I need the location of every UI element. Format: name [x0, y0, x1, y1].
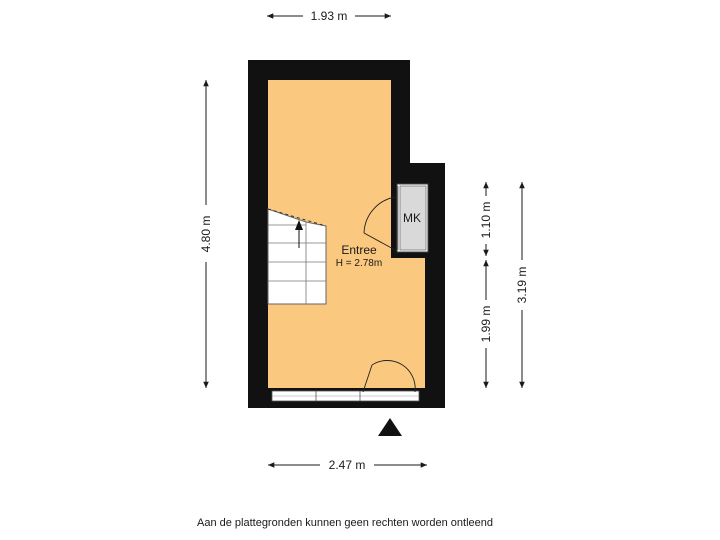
dimension-label: 4.80 m: [199, 216, 213, 253]
dimension-top-width: 1.93 m: [267, 9, 391, 23]
dimension-label: 1.93 m: [311, 9, 348, 23]
room-name-mk: MK: [403, 211, 421, 225]
dimension-label: 3.19 m: [515, 267, 529, 304]
dimension-label: 2.47 m: [329, 458, 366, 472]
dimension-label: 1.99 m: [479, 306, 493, 343]
dimension-right-total: 3.19 m: [515, 182, 529, 388]
staircase: [267, 208, 327, 305]
meter-closet: [396, 183, 429, 253]
front-door: [362, 360, 416, 393]
dimension-right-upper: 1.10 m: [479, 182, 493, 256]
stair-up-arrow-icon: [295, 220, 303, 230]
closet-door: [363, 196, 398, 252]
front-window: [271, 390, 420, 402]
entrance-triangle-icon: [378, 418, 402, 436]
disclaimer: Aan de plattegronden kunnen geen rechten…: [196, 517, 493, 529]
room-name-entree: Entree: [341, 243, 377, 257]
room-height-entree: H = 2.78m: [336, 258, 382, 269]
dimension-left-height: 4.80 m: [199, 80, 213, 388]
dimension-bottom-width: 2.47 m: [268, 458, 427, 472]
dimension-right-lower: 1.99 m: [479, 260, 493, 388]
dimension-label: 1.10 m: [479, 202, 493, 239]
floor-entree: [268, 80, 425, 388]
